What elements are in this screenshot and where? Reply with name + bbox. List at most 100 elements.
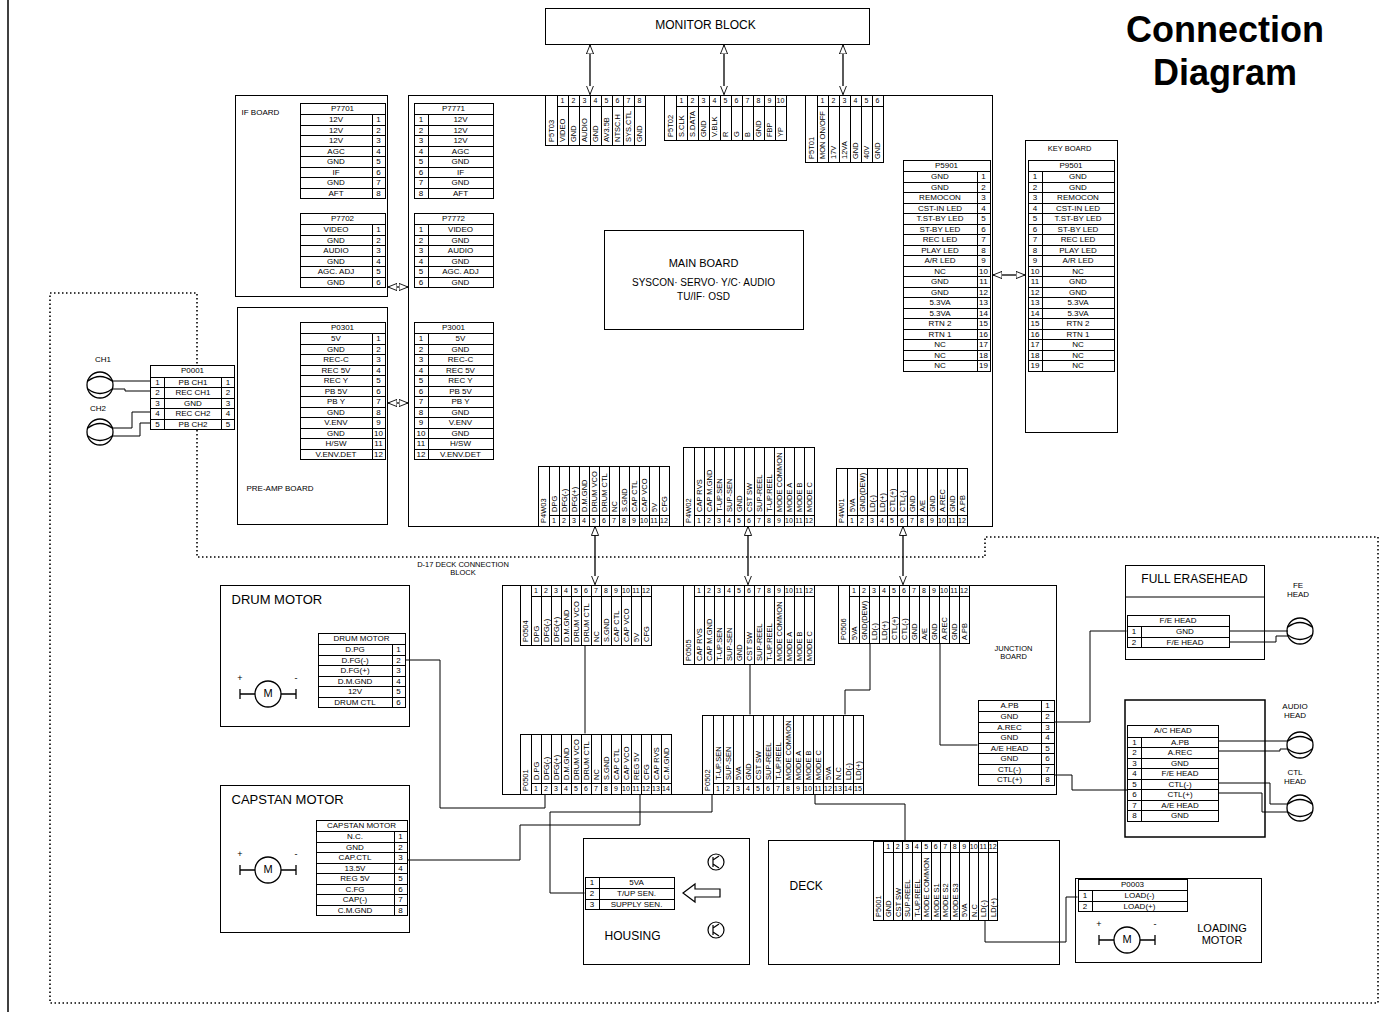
pin-cell: 2 xyxy=(1029,183,1042,193)
pin-number: 19 xyxy=(979,361,988,370)
pin-cell: CAP CTL xyxy=(612,735,621,783)
pin-cell: 5VA xyxy=(599,878,674,889)
pin-cell: 11 xyxy=(950,586,959,597)
pin-number: 6 xyxy=(900,517,904,524)
signal-name: CTL(+) xyxy=(1167,790,1192,799)
pin-cell: PB 5V xyxy=(428,387,493,397)
connector-table: P77721VIDEO2GND3AUDIO4GND5AGC. ADJ6GND xyxy=(414,213,494,289)
pin-row: 5REC Y xyxy=(415,375,493,386)
signal-name: CFG xyxy=(660,496,669,512)
signal-name: H/SW xyxy=(450,439,471,448)
pin-column: 6CTL(-) xyxy=(899,586,909,643)
pin-cell: REC 5V xyxy=(428,366,493,376)
pin-cell: 10 xyxy=(415,429,428,439)
pin-number: 7 xyxy=(376,178,380,187)
pin-number: 2 xyxy=(396,656,400,665)
pin-cell: DRUM VCO xyxy=(572,597,581,645)
pin-cell: 10 xyxy=(622,586,631,597)
pin-row: 3REC-C xyxy=(415,354,493,365)
pin-cell: 10 xyxy=(372,429,385,439)
connector-table: P5T011MON ON/OFF217V312VA4GND540V6GND xyxy=(805,95,884,163)
signal-name: LD(+) xyxy=(880,621,889,640)
pin-row: 6CTL(+) xyxy=(1128,789,1218,800)
pin-row: GND2 xyxy=(317,842,407,853)
pin-cell: GND xyxy=(164,399,221,409)
pin-number: 2 xyxy=(981,183,985,192)
pin-column: 6DRUM CTL xyxy=(581,586,591,645)
wire-bundle xyxy=(845,644,870,715)
pin-row: 17NC xyxy=(1029,339,1114,350)
pin-column: 8GND xyxy=(634,96,645,145)
table-header: P7772 xyxy=(415,214,493,225)
pin-number: 15 xyxy=(854,785,862,792)
pin-cell: GND xyxy=(301,257,372,267)
pin-row: DRUM CTL6 xyxy=(319,697,405,708)
pin-cell: GND xyxy=(699,107,709,140)
pin-number: 7 xyxy=(419,178,423,187)
pin-cell: A.PB xyxy=(1141,738,1218,748)
pin-number: 2 xyxy=(896,843,900,850)
signal-name: GND xyxy=(744,763,753,780)
signal-name: LD(-) xyxy=(979,899,988,916)
pin-number: 1 xyxy=(376,225,380,234)
pin-cell: 2 xyxy=(724,783,733,794)
pin-cell: MON ON/OFF xyxy=(818,107,828,162)
pin-column: 5V11 xyxy=(649,467,659,526)
head-label: AUDIO HEAD xyxy=(1275,703,1315,721)
pin-cell: PB CH2 xyxy=(164,420,221,430)
pin-cell: MODE COMMON xyxy=(775,597,784,664)
pin-cell: 4 xyxy=(415,257,428,267)
pin-number: 4 xyxy=(1045,733,1049,742)
pin-cell: 8 xyxy=(394,906,407,916)
signal-name: CST SW xyxy=(894,887,903,916)
pin-cell: 6 xyxy=(582,783,591,794)
connector-name: P5T03 xyxy=(547,119,556,141)
pin-number: 11 xyxy=(948,517,955,524)
pin-row: AFT8 xyxy=(301,188,385,199)
signal-name: GND xyxy=(930,623,939,640)
pin-row: D.PG1 xyxy=(319,644,405,655)
pin-cell: 1 xyxy=(695,586,704,597)
signal-name: GND xyxy=(931,183,949,192)
pin-column: CAP VCO10 xyxy=(621,735,631,794)
signal-name: GND xyxy=(569,125,578,142)
signal-name: CST-IN LED xyxy=(1056,204,1100,213)
pin-number: 8 xyxy=(1033,246,1037,255)
pin-row: 8GND xyxy=(1128,810,1218,821)
pin-number: 5 xyxy=(574,785,578,792)
pin-number: 1 xyxy=(1083,891,1087,900)
signal-name: T-UP.SEN xyxy=(715,627,724,661)
wire-bundle xyxy=(1055,775,1128,790)
signal-name: GND xyxy=(1171,759,1189,768)
pin-number: 5 xyxy=(724,97,728,104)
pin-cell: 5 xyxy=(572,783,581,794)
pin-cell: 2 xyxy=(569,96,579,107)
pin-cell: 5 xyxy=(721,96,731,107)
pin-column: DFG(-)2 xyxy=(541,735,551,794)
signal-name: SUP-REEL xyxy=(764,742,773,780)
pin-cell: MODE B xyxy=(795,448,804,515)
pin-row: A/R LED9 xyxy=(904,255,990,266)
pin-number: 1 xyxy=(590,878,594,887)
pin-cell: CST-IN LED xyxy=(1042,204,1114,214)
signal-name: D.PG xyxy=(345,645,365,654)
pin-cell: 5 xyxy=(151,420,164,430)
wire-bundle xyxy=(550,795,712,894)
table-header: P4W01 xyxy=(837,469,847,526)
signal-name: DFG(-) xyxy=(542,756,551,779)
signal-name: LD(+) xyxy=(854,761,863,780)
pin-cell: V.ENV xyxy=(301,418,372,428)
pin-cell: 3 xyxy=(586,900,599,910)
pin-cell: A.REC xyxy=(979,723,1041,733)
pin-cell: B xyxy=(743,107,753,140)
pin-number: 10 xyxy=(804,785,812,792)
pin-cell: D.M.GND xyxy=(562,597,571,645)
signal-name: A/E xyxy=(918,499,927,511)
board-box: P770112V112V212V3AGC4GND5IF6GND7AFT8P770… xyxy=(235,95,388,297)
signal-name: CFG xyxy=(642,764,651,780)
pin-row: GND1 xyxy=(904,171,990,182)
pin-column: 4GND xyxy=(850,96,861,162)
pin-cell: AUDIO xyxy=(428,246,493,256)
signal-name: 5VA xyxy=(824,766,833,780)
pin-cell: 10 xyxy=(940,586,949,597)
